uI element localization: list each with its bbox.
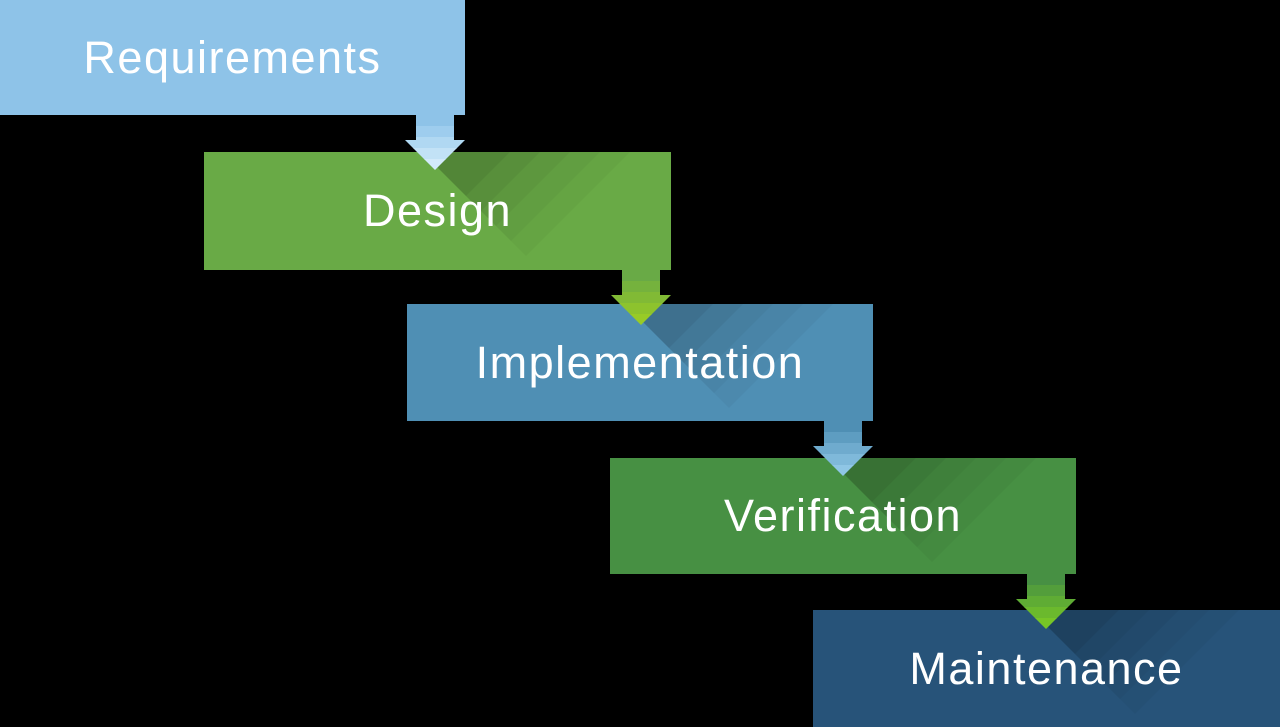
step-label-requirements: Requirements (83, 31, 382, 83)
step-label-implementation: Implementation (475, 336, 805, 388)
step-label-verification: Verification (723, 490, 963, 541)
step-label-design: Design (362, 185, 513, 236)
step-box-maintenance: Maintenance (813, 610, 1280, 727)
step-box-design: Design (204, 152, 671, 270)
step-box-verification: Verification (610, 458, 1076, 574)
step-label-maintenance: Maintenance (909, 642, 1184, 694)
step-box-implementation: Implementation (407, 304, 873, 421)
step-box-requirements: Requirements (0, 0, 465, 115)
